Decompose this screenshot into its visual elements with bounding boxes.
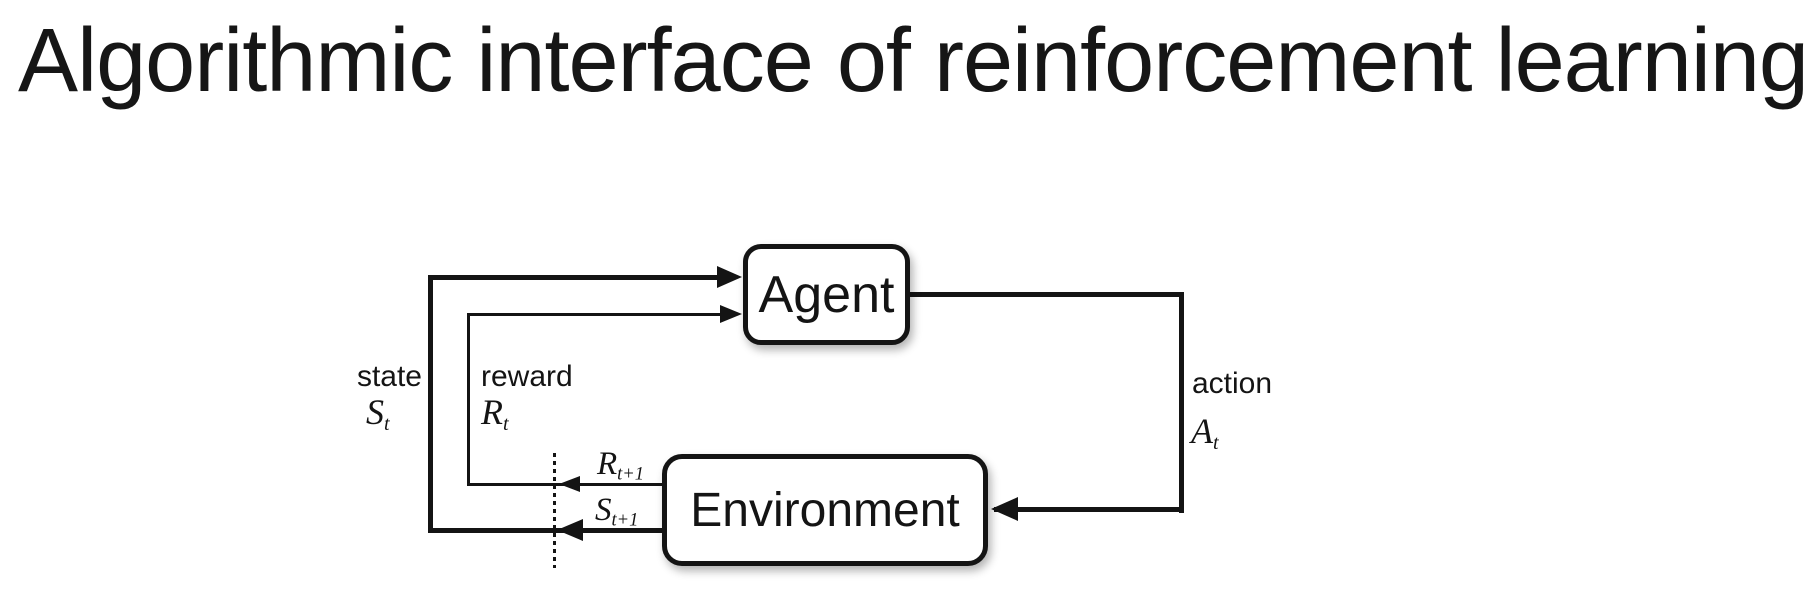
reward-arrowhead-icon xyxy=(720,305,742,323)
agent-node: Agent xyxy=(743,244,910,345)
next-state-symbol-label: St+1 xyxy=(595,492,639,530)
slide-title: Algorithmic interface of reinforcement l… xyxy=(18,11,1809,111)
action-word-label: action xyxy=(1192,367,1273,400)
action-line-vertical xyxy=(1179,292,1184,513)
time-step-boundary-dashed-line xyxy=(553,453,556,568)
action-symbol-label: At xyxy=(1191,411,1219,455)
agent-node-label: Agent xyxy=(758,265,895,324)
next-state-line-from-environment xyxy=(428,528,664,533)
environment-node-label: Environment xyxy=(690,483,960,537)
state-line-to-agent xyxy=(428,275,719,280)
next-reward-arrowhead-icon xyxy=(559,476,580,492)
state-symbol-label: St xyxy=(366,392,390,436)
environment-node: Environment xyxy=(662,454,988,566)
reward-line-to-agent xyxy=(467,313,722,316)
state-line-vertical xyxy=(428,275,433,533)
action-line-from-agent xyxy=(910,292,1184,297)
action-line-to-environment xyxy=(994,507,1184,512)
state-word-label: state xyxy=(356,360,422,393)
reward-word-label: reward xyxy=(481,360,573,393)
reward-line-vertical xyxy=(467,313,470,486)
state-arrowhead-icon xyxy=(717,266,742,288)
reward-symbol-label: Rt xyxy=(481,392,509,436)
next-state-arrowhead-icon xyxy=(557,519,583,541)
action-arrowhead-icon xyxy=(991,497,1018,521)
next-reward-symbol-label: Rt+1 xyxy=(597,446,645,484)
